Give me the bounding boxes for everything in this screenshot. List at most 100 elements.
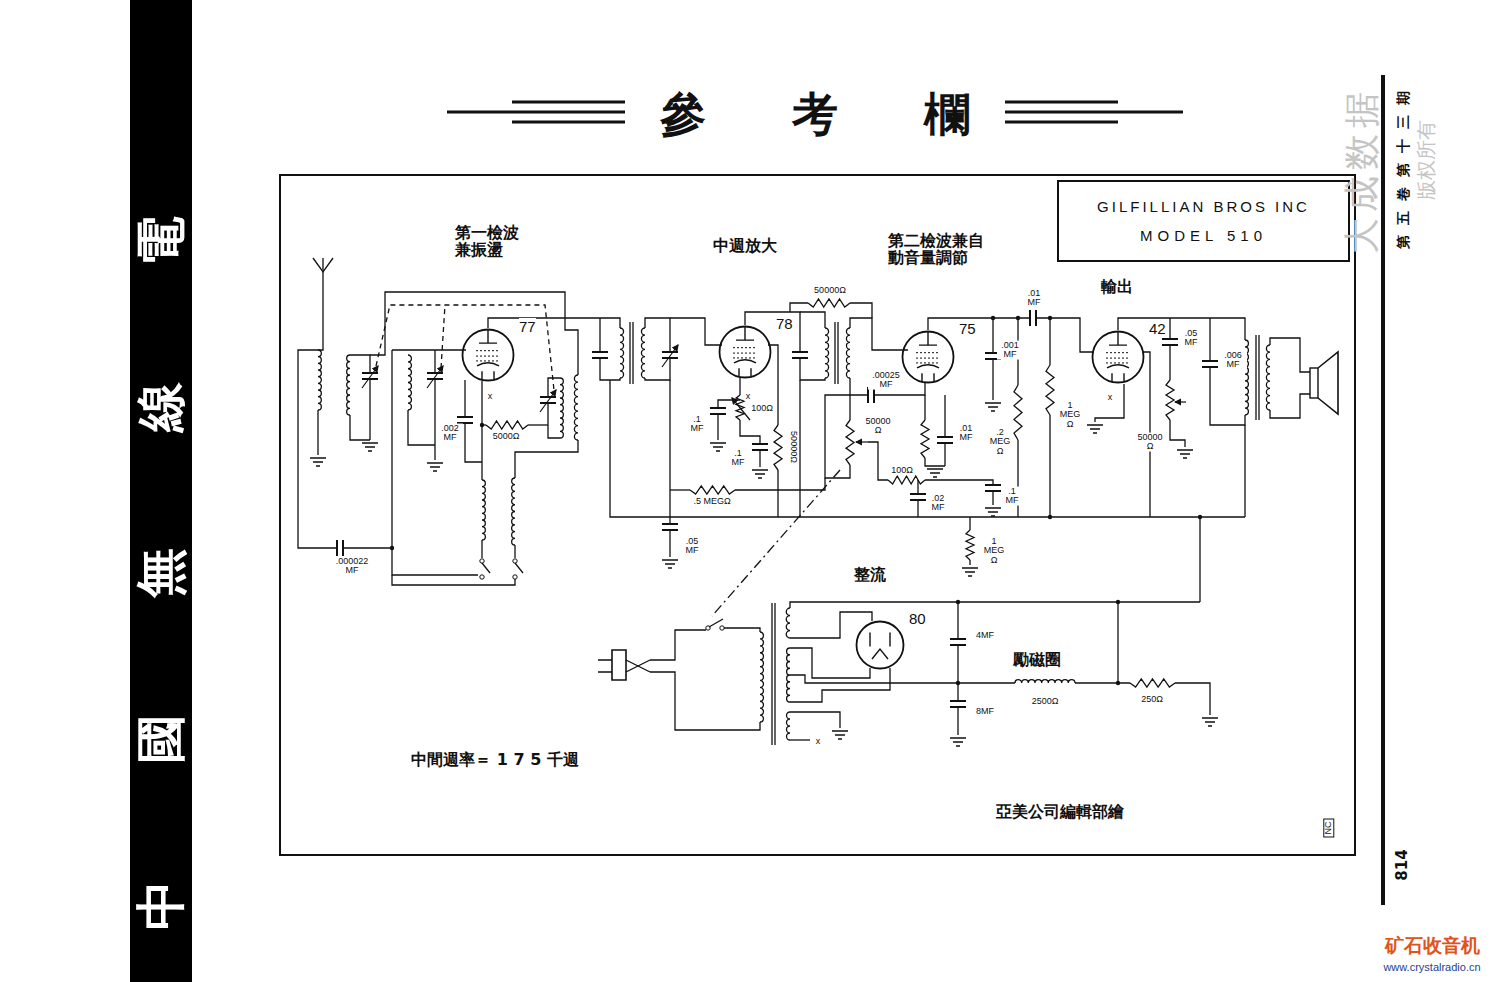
wire bbox=[392, 349, 466, 350]
component-value: .5 MEGΩ bbox=[692, 497, 731, 506]
wire bbox=[1170, 420, 1185, 447]
wire bbox=[1270, 338, 1310, 372]
component-value: 2500Ω bbox=[1031, 697, 1060, 706]
coil-symbol bbox=[512, 478, 515, 545]
wire bbox=[944, 395, 945, 437]
tube-grid bbox=[476, 351, 500, 361]
capacitor-symbol bbox=[985, 485, 1001, 491]
component-value: 8MF bbox=[975, 707, 995, 716]
coil-symbol bbox=[1015, 680, 1075, 683]
wire bbox=[712, 470, 840, 616]
speaker-symbol bbox=[1318, 352, 1338, 414]
wire bbox=[849, 395, 850, 420]
component-value: 50000Ω bbox=[813, 286, 847, 295]
ground-symbol bbox=[985, 403, 1001, 411]
wire bbox=[1075, 682, 1130, 683]
wire bbox=[600, 318, 620, 328]
tube-outline bbox=[461, 328, 515, 382]
coil-symbol bbox=[641, 328, 645, 378]
ground-symbol bbox=[927, 469, 943, 477]
tube-number: 78 bbox=[776, 315, 793, 332]
part-name: 勵磁圈 bbox=[1012, 652, 1062, 669]
component-value: 50000Ω bbox=[788, 430, 797, 464]
component-value: .1 MF bbox=[687, 415, 707, 434]
wire bbox=[343, 547, 392, 548]
wire bbox=[718, 400, 740, 408]
frame bbox=[280, 175, 1355, 855]
wire bbox=[790, 712, 840, 728]
capacitor-symbol bbox=[950, 639, 966, 645]
adjust-arrow bbox=[1175, 401, 1186, 402]
wire bbox=[709, 619, 723, 627]
credit: 亞美公司編輯部繪 bbox=[995, 804, 1125, 821]
wire bbox=[925, 458, 945, 466]
title-box: GILFILLIAN BROS INCMODEL 510 bbox=[1057, 180, 1350, 262]
switch-contact bbox=[480, 559, 484, 563]
wire bbox=[481, 381, 482, 480]
coil-symbol bbox=[787, 648, 790, 702]
capacitor-symbol bbox=[950, 701, 966, 707]
tube-symbol: 75 bbox=[901, 330, 955, 384]
tube-electrodes bbox=[477, 330, 499, 380]
component-value: x bbox=[815, 737, 822, 746]
wire bbox=[528, 424, 548, 425]
wire bbox=[488, 318, 600, 328]
switch-contact bbox=[720, 626, 724, 630]
wire bbox=[777, 470, 778, 517]
ground-symbol bbox=[962, 568, 978, 576]
ground-symbol bbox=[710, 443, 726, 451]
component-value: 50000 Ω bbox=[1133, 433, 1167, 452]
wire bbox=[1049, 318, 1050, 365]
capacitor-symbol bbox=[337, 540, 343, 556]
wire bbox=[669, 380, 670, 524]
coil-symbol bbox=[560, 378, 563, 438]
watermark: 大成数据 bbox=[1343, 85, 1381, 255]
tube-electrodes bbox=[1107, 332, 1129, 382]
wire bbox=[800, 312, 825, 328]
tube-outline bbox=[1091, 330, 1145, 384]
tube-outline bbox=[718, 325, 772, 379]
wire bbox=[944, 443, 945, 466]
resistor-symbol bbox=[846, 420, 854, 465]
capacitor-symbol bbox=[910, 494, 926, 500]
wire bbox=[1255, 335, 1256, 420]
ground-symbol bbox=[950, 738, 966, 746]
wire bbox=[1169, 318, 1170, 339]
wire bbox=[739, 378, 740, 395]
capacitor-symbol bbox=[710, 408, 726, 414]
wire bbox=[969, 560, 970, 565]
tube-envelope bbox=[857, 622, 904, 669]
watermark: 矿石收音机 bbox=[1384, 936, 1481, 956]
wire bbox=[441, 305, 445, 368]
wire bbox=[1095, 384, 1124, 422]
wire bbox=[298, 350, 337, 548]
ground-symbol bbox=[1202, 718, 1218, 726]
junction-dot bbox=[1198, 515, 1202, 519]
wire bbox=[650, 630, 706, 660]
resistor-symbol bbox=[486, 421, 528, 429]
wire bbox=[957, 645, 958, 701]
title-rule bbox=[447, 102, 625, 122]
component-value: .1 MF bbox=[728, 449, 748, 468]
wire bbox=[957, 707, 958, 735]
wire bbox=[670, 489, 690, 490]
wire bbox=[774, 603, 775, 745]
switch-contact bbox=[513, 575, 517, 579]
tube-number: 80 bbox=[909, 610, 926, 627]
page-rule bbox=[1381, 75, 1385, 905]
wire bbox=[481, 540, 482, 558]
wire bbox=[1258, 335, 1259, 420]
wire bbox=[917, 500, 918, 517]
wire bbox=[740, 420, 760, 444]
wire bbox=[1210, 367, 1245, 425]
rectifier-tube-symbol: 80 bbox=[855, 620, 905, 670]
wire bbox=[1049, 415, 1050, 517]
wire bbox=[1244, 425, 1245, 517]
wire bbox=[317, 410, 318, 455]
wire bbox=[992, 491, 993, 505]
junction-dot bbox=[1016, 316, 1020, 320]
coil-symbol bbox=[846, 328, 850, 378]
coil-symbol bbox=[1266, 345, 1270, 410]
junction-dot bbox=[991, 316, 995, 320]
